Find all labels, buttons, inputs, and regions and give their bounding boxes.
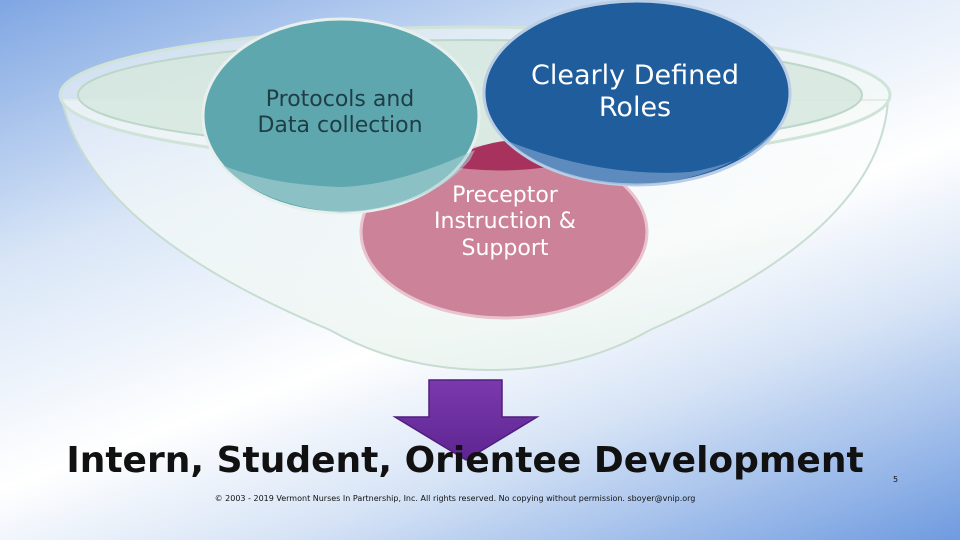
copyright-notice: © 2003 - 2019 Vermont Nurses In Partners… xyxy=(214,494,696,503)
page-number: 5 xyxy=(893,475,899,484)
slide-title: Intern, Student, Orientee Development xyxy=(66,440,864,481)
protocols-label: Protocols and Data collection xyxy=(257,87,423,139)
protocols-lower-tint xyxy=(222,150,475,213)
down-arrow xyxy=(392,379,540,461)
preceptor-label: Preceptor Instruction & Support xyxy=(434,183,576,261)
roles-label: Clearly Defined Roles xyxy=(531,60,739,124)
roles-lower-tint xyxy=(505,125,780,185)
